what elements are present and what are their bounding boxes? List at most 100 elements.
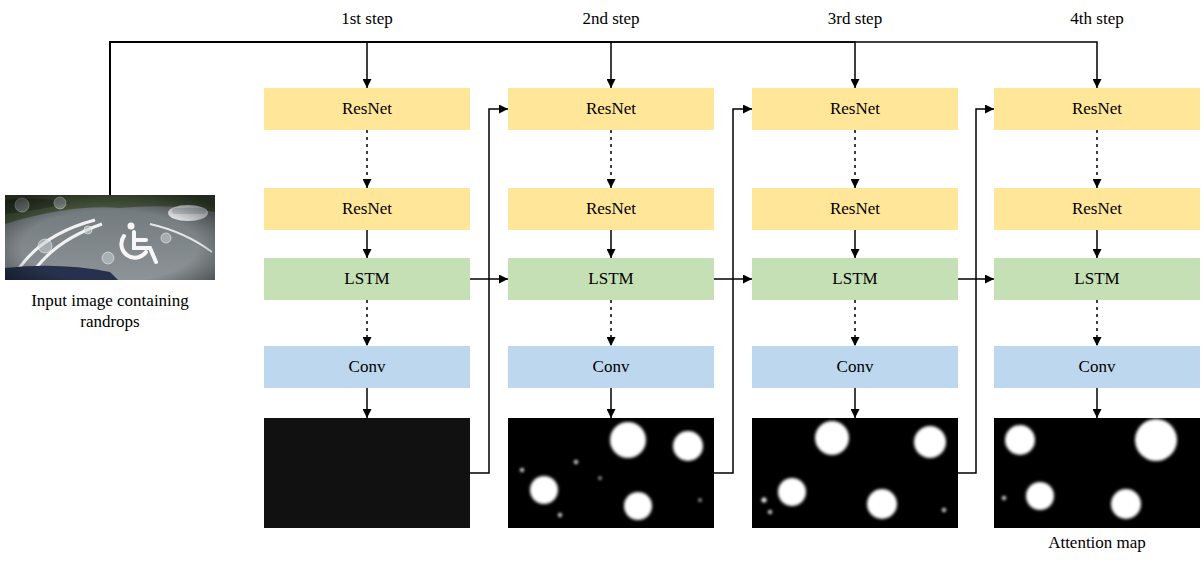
resnet-block: ResNet	[264, 88, 470, 130]
blob	[1026, 482, 1054, 510]
block-label: ResNet	[342, 199, 392, 219]
flow-arrow	[366, 130, 368, 188]
attention-map: Attention map	[994, 418, 1200, 553]
resnet-block: ResNet	[752, 88, 958, 130]
input-photo	[5, 195, 215, 280]
map-ground	[752, 418, 958, 528]
flow-arrow	[1096, 300, 1098, 346]
flow-arrow	[110, 42, 855, 195]
flow-arrow	[1096, 130, 1098, 188]
block-label: LSTM	[1074, 269, 1119, 289]
blob	[815, 421, 849, 455]
block-label: Conv	[349, 357, 386, 377]
speck	[520, 468, 524, 472]
blob	[867, 489, 897, 519]
flow-arrow	[366, 230, 368, 258]
block-label: ResNet	[342, 99, 392, 119]
image-caption: Input image containing randrops	[31, 290, 189, 333]
map-arrow	[366, 388, 368, 418]
resnet-block: ResNet	[508, 88, 714, 130]
flow-arrow	[1096, 230, 1098, 258]
flow-arrow	[958, 278, 994, 280]
image-area	[5, 195, 215, 280]
blob	[610, 422, 646, 458]
resnet-block: ResNet	[994, 88, 1200, 130]
speck	[1002, 496, 1006, 500]
image-caption: Attention map	[994, 532, 1200, 553]
block-label: Conv	[593, 357, 630, 377]
flow-arrow	[366, 300, 368, 346]
blob	[1111, 489, 1141, 519]
map-arrow	[610, 388, 612, 418]
feedback-arrow	[958, 109, 994, 473]
blob	[914, 426, 946, 458]
feedback-arrow	[470, 109, 508, 473]
flow-arrow	[110, 42, 1097, 195]
flow-arrow	[854, 230, 856, 258]
speck	[768, 510, 772, 514]
attention-map-3	[752, 418, 958, 528]
blob	[624, 492, 652, 520]
map-arrow	[854, 388, 856, 418]
flow-arrow	[854, 130, 856, 188]
step-label: 1st step	[341, 9, 392, 29]
block-label: ResNet	[830, 99, 880, 119]
block-label: ResNet	[1072, 99, 1122, 119]
conv-block: Conv	[508, 346, 714, 388]
resnet-block: ResNet	[994, 188, 1200, 230]
block-label: Conv	[837, 357, 874, 377]
lstm-block: LSTM	[264, 258, 470, 300]
block-label: ResNet	[586, 199, 636, 219]
map-ground	[994, 418, 1200, 528]
lstm-block: LSTM	[994, 258, 1200, 300]
block-label: LSTM	[344, 269, 389, 289]
attention-map-4	[994, 418, 1200, 528]
map-ground	[264, 418, 470, 528]
speck	[699, 499, 702, 502]
blob	[1135, 419, 1177, 461]
conv-block: Conv	[994, 346, 1200, 388]
flow-arrow	[610, 300, 612, 346]
input-image: Input image containing randrops	[5, 195, 215, 333]
blob	[1005, 425, 1035, 455]
attention-map-1	[264, 418, 470, 528]
blob	[778, 478, 806, 506]
attention-map-2	[508, 418, 714, 528]
lstm-block: LSTM	[752, 258, 958, 300]
map-blobs	[1002, 419, 1177, 519]
step-label: 3rd step	[828, 9, 882, 29]
block-label: ResNet	[1072, 199, 1122, 219]
flow-arrow	[610, 130, 612, 188]
feedback-arrow	[714, 109, 752, 473]
flow-arrow	[470, 278, 508, 280]
block-label: LSTM	[588, 269, 633, 289]
image-area	[994, 418, 1200, 528]
asphalt	[5, 195, 215, 280]
map-blobs	[520, 422, 703, 520]
resnet-block: ResNet	[508, 188, 714, 230]
step-label: 4th step	[1070, 9, 1123, 29]
lstm-block: LSTM	[508, 258, 714, 300]
flow-arrow	[610, 230, 612, 258]
step-label: 2nd step	[582, 9, 639, 29]
speck	[599, 477, 602, 480]
flow-arrow	[854, 300, 856, 346]
speck	[574, 460, 578, 464]
flow-arrow	[714, 278, 752, 280]
resnet-block: ResNet	[264, 188, 470, 230]
block-label: LSTM	[832, 269, 877, 289]
conv-block: Conv	[752, 346, 958, 388]
block-label: ResNet	[830, 199, 880, 219]
conv-block: Conv	[264, 346, 470, 388]
speck	[558, 513, 562, 517]
flow-arrow	[1096, 388, 1098, 418]
block-label: ResNet	[586, 99, 636, 119]
blob	[673, 431, 703, 461]
map-ground	[508, 418, 714, 528]
block-label: Conv	[1079, 357, 1116, 377]
resnet-block: ResNet	[752, 188, 958, 230]
speck	[762, 498, 767, 503]
speck	[942, 508, 946, 512]
